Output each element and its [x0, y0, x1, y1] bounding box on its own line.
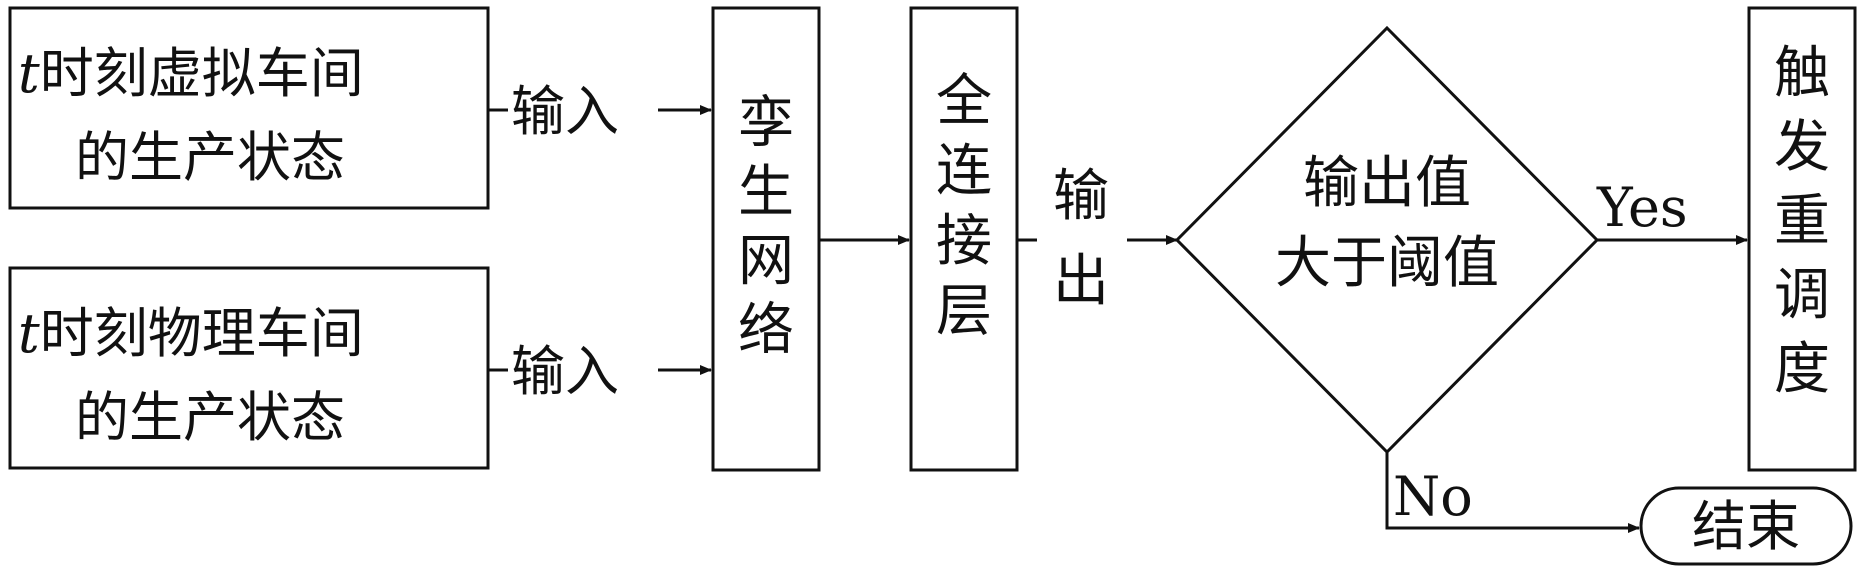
trigger-char-5: 度 — [1774, 337, 1830, 402]
fc-char-4: 层 — [936, 279, 992, 344]
fc-char-2: 连 — [936, 139, 992, 204]
siamese-char-2: 生 — [738, 160, 794, 225]
siamese-char-3: 网 — [738, 229, 794, 294]
siamese-char-4: 络 — [738, 298, 794, 363]
input-physical-line2: 的生产状态 — [75, 386, 345, 449]
trigger-char-2: 发 — [1774, 115, 1830, 180]
edge-label-input-top: 输入 — [511, 80, 619, 143]
trigger-reschedule-box — [1747, 6, 1857, 472]
siamese-char-1: 孪 — [738, 91, 794, 156]
edge-label-output-2: 出 — [1053, 249, 1109, 314]
yes-label: Yes — [1596, 176, 1688, 239]
input-physical-line1: t时刻物理车间 — [18, 302, 364, 365]
decision-line2: 大于阈值 — [1275, 231, 1499, 296]
edge-label-bg-top — [508, 80, 658, 140]
no-label: No — [1393, 465, 1473, 528]
input-virtual-line1: t时刻虚拟车间 — [18, 42, 364, 105]
input-virtual-box — [8, 6, 490, 210]
end-terminal — [1639, 486, 1853, 566]
edge-label-output-1: 输 — [1053, 164, 1109, 229]
fully-connected-box — [909, 6, 1019, 472]
input-virtual-line2: 的生产状态 — [75, 126, 345, 189]
trigger-char-1: 触 — [1774, 41, 1830, 106]
edge-no — [1385, 452, 1640, 533]
edge-label-bg-output — [1037, 160, 1127, 320]
input-physical-box — [8, 266, 490, 470]
decision-line1: 输出值 — [1303, 151, 1471, 216]
edge-label-input-bottom: 输入 — [511, 340, 619, 403]
edge-label-bg-bottom — [508, 340, 658, 400]
fc-char-1: 全 — [936, 69, 992, 134]
end-label: 结束 — [1692, 495, 1800, 558]
trigger-char-3: 重 — [1774, 189, 1830, 254]
fc-char-3: 接 — [936, 209, 992, 274]
trigger-char-4: 调 — [1774, 263, 1830, 328]
